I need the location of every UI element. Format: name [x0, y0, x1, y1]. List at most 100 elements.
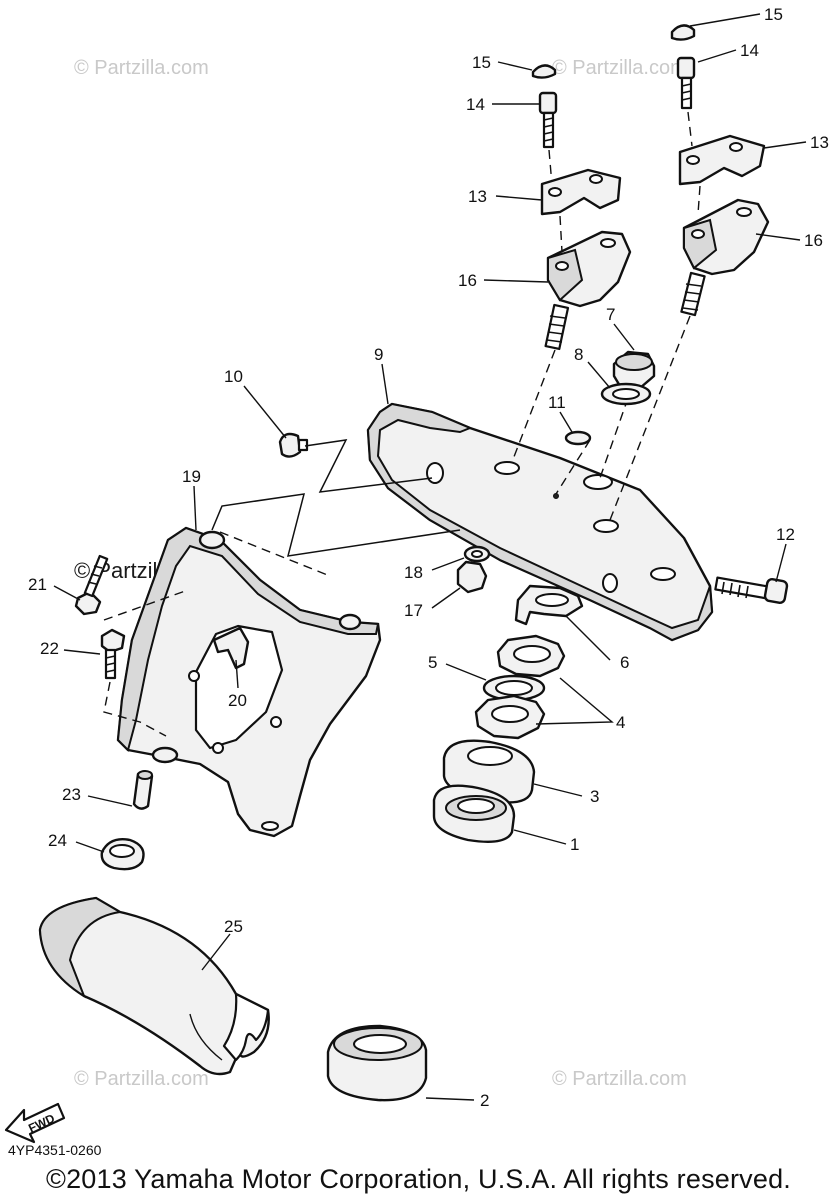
diagram-part-code: 4YP4351-0260: [8, 1142, 102, 1158]
zigzag-line-lower: [211, 493, 461, 557]
leader-7: [613, 323, 635, 351]
leader-25: [201, 933, 231, 971]
callout-4: 4: [616, 713, 625, 732]
watermark-bottom-left: © Partzilla.com: [74, 1068, 209, 1090]
leader-13-right: [763, 141, 807, 149]
leader-16-right: [755, 233, 801, 241]
callout-8: 8: [574, 345, 583, 364]
axis-emblem-cover: [219, 531, 331, 577]
fwd-arrow-icon: FWD: [4, 1102, 66, 1144]
callout-13-right: 13: [810, 133, 829, 152]
bolt-22: [100, 628, 126, 680]
cover-19: [116, 526, 382, 838]
leader-24: [75, 841, 105, 853]
leader-3: [533, 783, 583, 797]
leader-19: [193, 485, 197, 531]
callout-16-left: 16: [458, 271, 477, 290]
leader-1: [513, 829, 567, 845]
callout-3: 3: [590, 787, 599, 806]
axis-left-to-bracket: [511, 349, 556, 463]
guard-25: [38, 896, 270, 1076]
callout-5: 5: [428, 653, 437, 672]
callout-19: 19: [182, 467, 201, 486]
axis-holder-right: [697, 185, 701, 215]
callout-15-left: 15: [472, 53, 491, 72]
callout-20: 20: [228, 691, 247, 710]
callout-23: 23: [62, 785, 81, 804]
leader-13-left: [495, 195, 543, 201]
callout-17: 17: [404, 601, 423, 620]
fitting-10: [278, 432, 309, 458]
bearing-2: [326, 1024, 428, 1102]
leader-14-right: [697, 49, 737, 63]
cap-15-left: [531, 64, 557, 79]
upper-bracket-9: [366, 402, 714, 642]
leader-5: [445, 663, 487, 681]
axis-plug-to-bracket: [555, 439, 591, 495]
bearing-1: [432, 784, 516, 843]
leader-17: [431, 587, 461, 609]
upper-holder-13-right: [678, 134, 766, 186]
axis-bolt-14-left: [548, 149, 553, 186]
upper-holder-13-left: [540, 168, 622, 216]
leader-2: [425, 1097, 475, 1101]
leader-6: [565, 615, 611, 661]
callout-18: 18: [404, 563, 423, 582]
bolt-14-right: [676, 56, 696, 110]
callout-21: 21: [28, 575, 47, 594]
grommet-24: [100, 838, 145, 871]
callout-6: 6: [620, 653, 629, 672]
callout-14-left: 14: [466, 95, 485, 114]
ring-nut-4-upper: [496, 634, 566, 678]
callout-22: 22: [40, 639, 59, 658]
leader-10: [243, 385, 287, 439]
leader-8: [587, 361, 611, 389]
bolt-21: [74, 554, 109, 616]
bolt-14-left: [538, 91, 558, 149]
callout-7: 7: [606, 305, 615, 324]
callout-16-right: 16: [804, 231, 823, 250]
cap-15-right: [670, 24, 696, 41]
leader-22: [63, 649, 101, 655]
leader-12: [775, 543, 787, 583]
leader-9: [381, 363, 389, 405]
bolt-12: [714, 576, 789, 604]
axis-bolt-14-right: [687, 111, 693, 147]
axis-holder-left: [559, 215, 563, 253]
lower-holder-16-left: [544, 230, 632, 351]
fwd-label: FWD: [26, 1111, 57, 1135]
callout-9: 9: [374, 345, 383, 364]
leader-21: [53, 585, 81, 601]
leader-16-left: [483, 279, 549, 283]
copyright-notice: ©2013 Yamaha Motor Corporation, U.S.A. A…: [45, 1164, 792, 1194]
callout-15-right: 15: [764, 5, 783, 24]
callout-2: 2: [480, 1091, 489, 1110]
watermark-top-left: © Partzilla.com: [74, 57, 209, 79]
callout-14-right: 14: [740, 41, 759, 60]
nut-17: [456, 560, 488, 594]
watermark-bottom-right: © Partzilla.com: [552, 1068, 687, 1090]
axis-nut-to-bracket: [599, 397, 629, 479]
axis-bolt-22: [103, 681, 167, 737]
watermark-top-right: © Partzilla.com: [552, 57, 687, 79]
zigzag-line-upper: [304, 439, 433, 493]
callout-11: 11: [548, 393, 566, 412]
nut-7: [612, 350, 656, 390]
leader-20: [235, 659, 239, 689]
collar-23: [132, 770, 154, 810]
callout-12: 12: [776, 525, 795, 544]
collar-18: [463, 545, 491, 563]
leader-4: [535, 677, 614, 725]
lower-holder-16-right: [680, 198, 770, 317]
callout-25: 25: [224, 917, 243, 936]
callout-10: 10: [224, 367, 243, 386]
axis-right-to-bracket: [609, 315, 691, 521]
callout-1: 1: [570, 835, 579, 854]
leader-18: [431, 557, 465, 571]
callout-13-left: 13: [468, 187, 487, 206]
leader-15-left: [497, 61, 533, 71]
callout-24: 24: [48, 831, 67, 850]
leader-15-right: [689, 13, 761, 27]
ring-nut-4-lower: [474, 694, 546, 740]
